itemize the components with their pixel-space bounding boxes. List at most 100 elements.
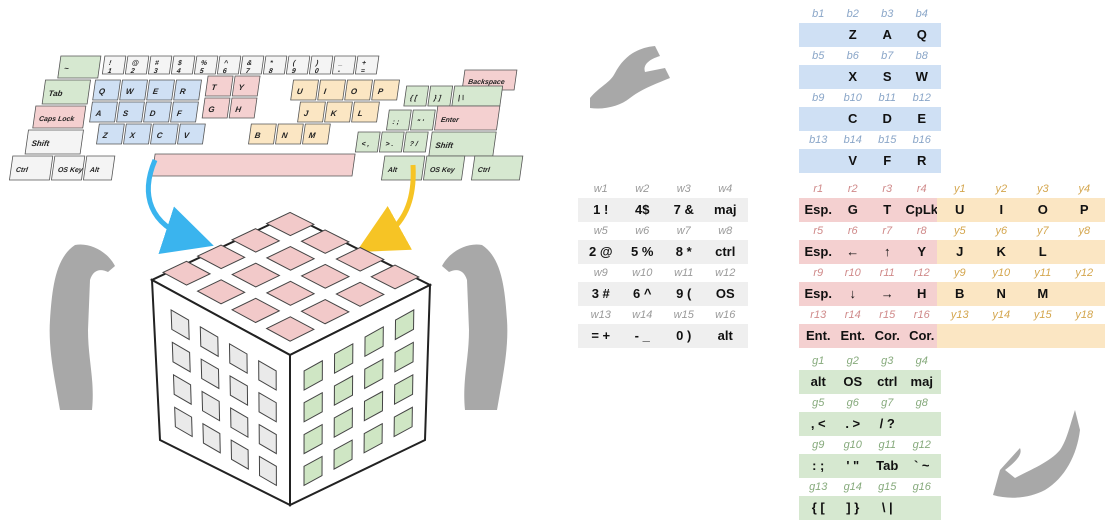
cube-right-key [394,341,414,373]
white-cell-key: OS [715,286,735,301]
uiop-3-key [371,79,400,101]
num-4-label: 5 [199,68,204,75]
cube-right-key [363,390,384,422]
yellow-row-band [937,198,1105,222]
blue-cell-key [801,149,836,173]
yellow-cell-key [939,324,981,348]
green-cell-label: g1 [812,355,825,367]
z-row-0-label: Z [101,131,109,140]
uiop-0-label: U [296,87,303,96]
red-cell-label: r1 [813,183,824,195]
cube-top-key [300,229,350,254]
cube-left-key [228,342,248,375]
z-row-2-key [150,123,179,145]
green-cell-key: \ | [881,500,893,515]
blue-row-band [799,107,941,131]
red-cell-key: Ent. [805,328,831,343]
bnm-2-key [302,123,331,145]
num-1-label: @ [131,60,139,67]
cube-left-key [174,406,193,438]
cube-left-key [258,423,277,455]
blue-cell-label: b15 [878,134,897,146]
green-cell-key: maj [910,374,933,389]
uiop-1-key [317,79,346,101]
shift-right-label: Shift [435,141,454,150]
z-row-2-label: C [156,131,163,140]
num-10-label: _ [337,60,343,67]
green-cell-label: g13 [809,481,828,493]
red-cell-key: T [883,202,892,217]
cube-top-key [230,297,281,324]
blue-cell-label: b16 [912,134,931,146]
cube-right-key [333,407,353,438]
yellow-cell-label: y11 [1034,267,1052,279]
red-cell-label: r4 [916,183,927,195]
cube-left-key [200,358,220,390]
q-row-1-label: W [125,87,135,96]
red-cell-key: Y [917,244,927,259]
green-row-band [799,454,941,478]
q-row-3-label: R [179,87,186,96]
blue-cell-label: b3 [881,8,894,20]
red-cell-label: r15 [879,309,896,321]
blue-cell-label: b5 [812,50,825,62]
q-row-0-label: Q [98,87,106,96]
alt-left-key [82,155,116,181]
red-cell-key: → [880,286,894,301]
bnm-1-label: N [281,131,288,140]
yellow-cell-key [1022,324,1064,348]
cube-top-key [335,246,385,272]
green-row-band [799,412,941,436]
blue-arrow [145,159,214,255]
cube-right-key [364,358,384,390]
green-cell-key: ctrl [877,374,898,389]
white-cell-label: w11 [674,267,694,279]
num-4-key [193,55,219,75]
num-7-label: * [269,60,273,67]
blue-cell-label: b8 [915,50,928,62]
blue-cell-label: b4 [915,8,928,20]
key-cube [149,211,433,507]
num-6-label: 7 [245,68,251,75]
cube-top-key [300,298,350,325]
red-cell-label: r8 [916,225,927,237]
white-cell-label: w12 [715,267,736,279]
yellow-cell-label: y13 [950,309,969,321]
yellow-cell-label: y18 [1075,309,1094,321]
q-row-1-key [119,79,148,101]
red-cell-label: r9 [813,267,824,279]
cube-top-key [231,262,281,288]
white-cell-key: alt [717,328,733,343]
blue-cell-key: Q [916,27,927,42]
red-cell-label: r13 [810,309,827,321]
green-cell-key: { [ [811,500,825,515]
green-cell-key: / ? [879,416,895,431]
lt-key [354,131,381,153]
blue-cell-label: b1 [812,8,825,20]
uiop-2-key [344,79,373,101]
white-cell-label: w2 [635,183,650,195]
red-cell-label: r11 [879,267,895,279]
green-cell-label: g14 [843,481,862,493]
cube-right-key [363,422,383,454]
blue-cell-key [801,23,836,47]
colon-label: : ; [392,119,400,126]
blue-cell-key: D [882,111,892,126]
green-cell-label: g4 [915,355,928,367]
num-7-key [262,55,288,75]
question-key [402,131,429,153]
q-row-2-label: E [152,87,159,96]
yellow-cell-key [1064,324,1105,348]
green-cell-label: g5 [812,397,825,409]
num-9-label: ) [314,60,319,67]
green-cell-label: g3 [881,355,894,367]
yellow-cell-label: y1 [953,183,966,195]
white-cell-label: w4 [718,183,733,195]
red-cell-key: ↓ [849,286,857,301]
white-cell-key: 6 ^ [633,286,652,301]
yellow-cell-label: y2 [995,183,1008,195]
bnm-0-label: B [254,131,261,140]
yellow-cell-label: y12 [1075,267,1094,279]
red-cell-key: Esp. [804,202,832,217]
lt-label: < , [361,141,370,148]
